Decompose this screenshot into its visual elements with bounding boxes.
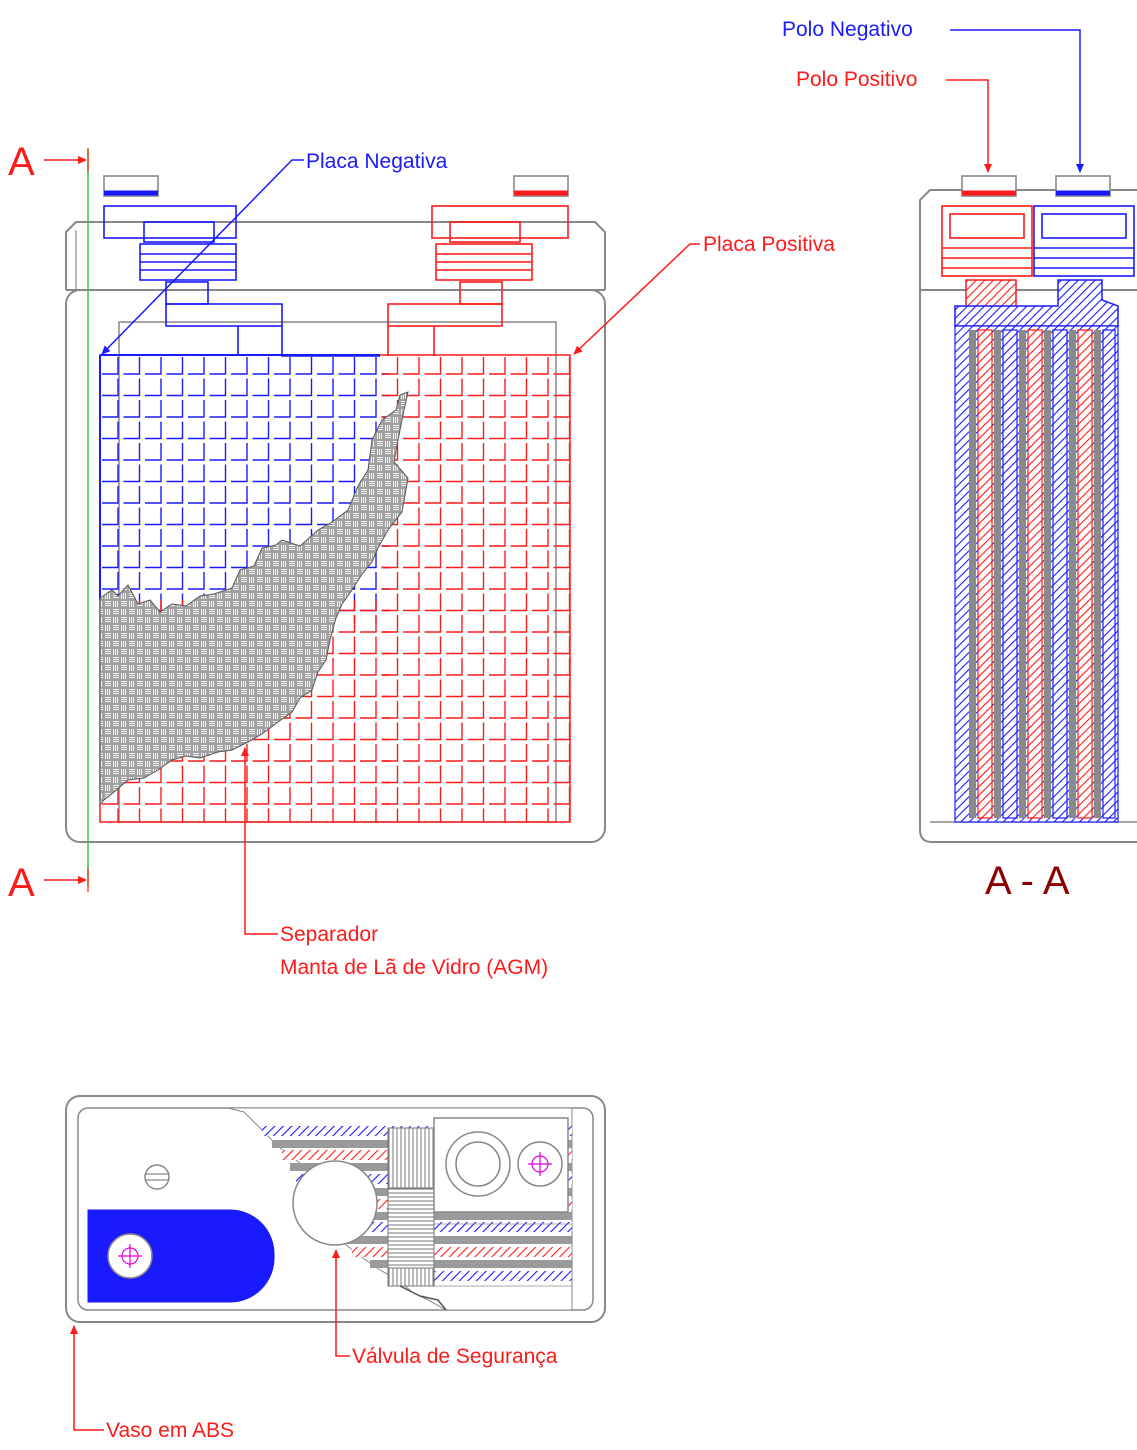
top-view <box>65 1095 606 1323</box>
label-placa-positiva: Placa Positiva <box>703 233 835 256</box>
leader-polo-positivo <box>946 79 992 173</box>
negative-terminal <box>103 175 380 357</box>
section-case-body <box>919 290 1137 843</box>
separator-agm-region <box>99 391 409 807</box>
leader-placa-positiva <box>573 243 700 355</box>
label-polo-positivo: Polo Positivo <box>796 68 917 91</box>
section-plates <box>954 325 1119 823</box>
leader-vaso <box>70 1325 104 1431</box>
center-mark-positive <box>528 1152 552 1176</box>
positive-plate-grid <box>380 355 570 822</box>
leader-separador <box>241 747 278 935</box>
label-manta: Manta de Lã de Vidro (AGM) <box>280 956 548 979</box>
section-case-lid <box>919 189 1137 290</box>
section-marker-top: A <box>8 140 35 184</box>
safety-valve <box>292 1160 378 1246</box>
section-arrow-bottom <box>44 868 89 892</box>
label-separador: Separador <box>280 923 378 946</box>
front-view: A A <box>8 140 606 905</box>
leader-placa-negativa <box>101 159 304 355</box>
top-negative-terminal <box>87 1209 275 1303</box>
vent-plug <box>144 1164 170 1190</box>
center-mark-negative <box>118 1244 142 1268</box>
label-placa-negativa: Placa Negativa <box>306 150 448 173</box>
label-polo-negativo: Polo Negativo <box>782 18 913 41</box>
positive-terminal <box>387 175 569 356</box>
leader-valvula <box>332 1249 350 1357</box>
label-vaso: Vaso em ABS <box>106 1419 234 1442</box>
section-title: A - A <box>985 859 1070 903</box>
section-arrow-top <box>44 148 89 172</box>
leader-polo-negativo <box>950 29 1084 173</box>
section-marker-bottom: A <box>8 861 35 905</box>
label-valvula: Válvula de Segurança <box>352 1345 558 1368</box>
section-view: A - A <box>919 175 1137 903</box>
front-case-lid <box>65 221 606 290</box>
